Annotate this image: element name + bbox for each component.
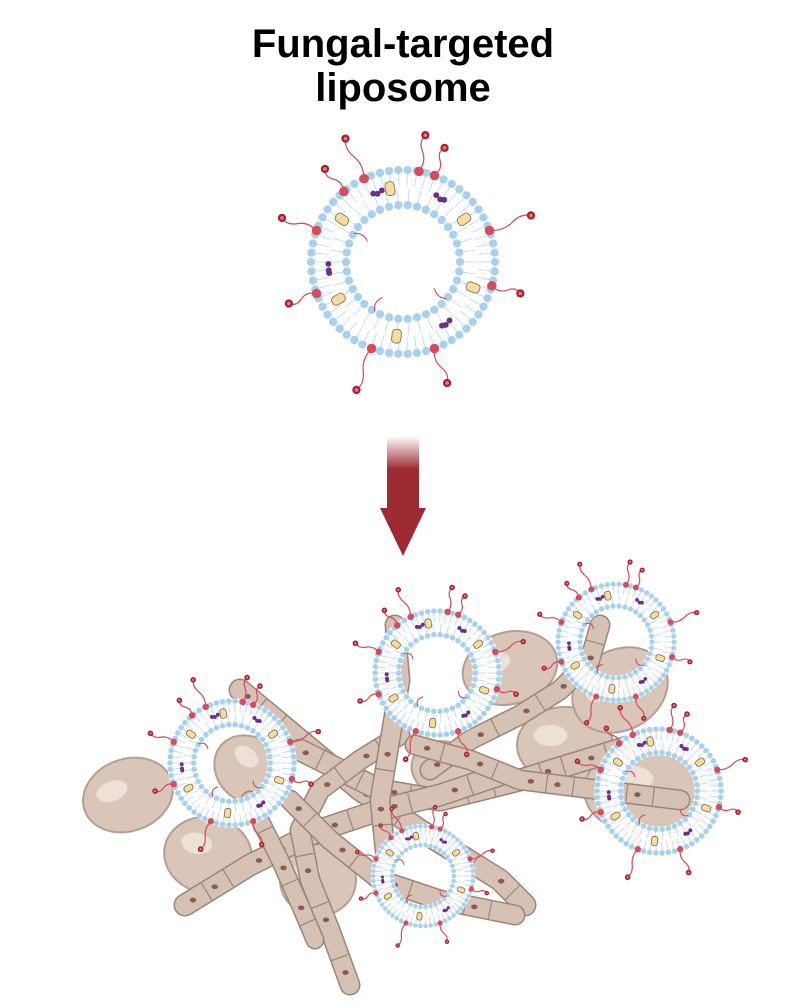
liposome-icon: [277, 131, 536, 395]
yeast-cell: [82, 756, 174, 834]
bound-liposomes: [147, 559, 749, 948]
title-line-2: liposome: [315, 66, 491, 110]
bound-liposome: [537, 559, 700, 726]
title-line-1: Fungal-targeted: [251, 22, 555, 66]
liposome-main: [277, 131, 536, 395]
fungal-biofilm-icon: [82, 559, 749, 996]
bound-liposome: [352, 584, 527, 763]
down-arrow-icon: [380, 436, 426, 556]
bound-liposome: [574, 702, 749, 881]
bound-liposome: [354, 804, 495, 948]
diagram-title: Fungal-targeted liposome: [0, 22, 806, 110]
hypha: [404, 734, 691, 811]
bound-liposome: [147, 674, 322, 853]
